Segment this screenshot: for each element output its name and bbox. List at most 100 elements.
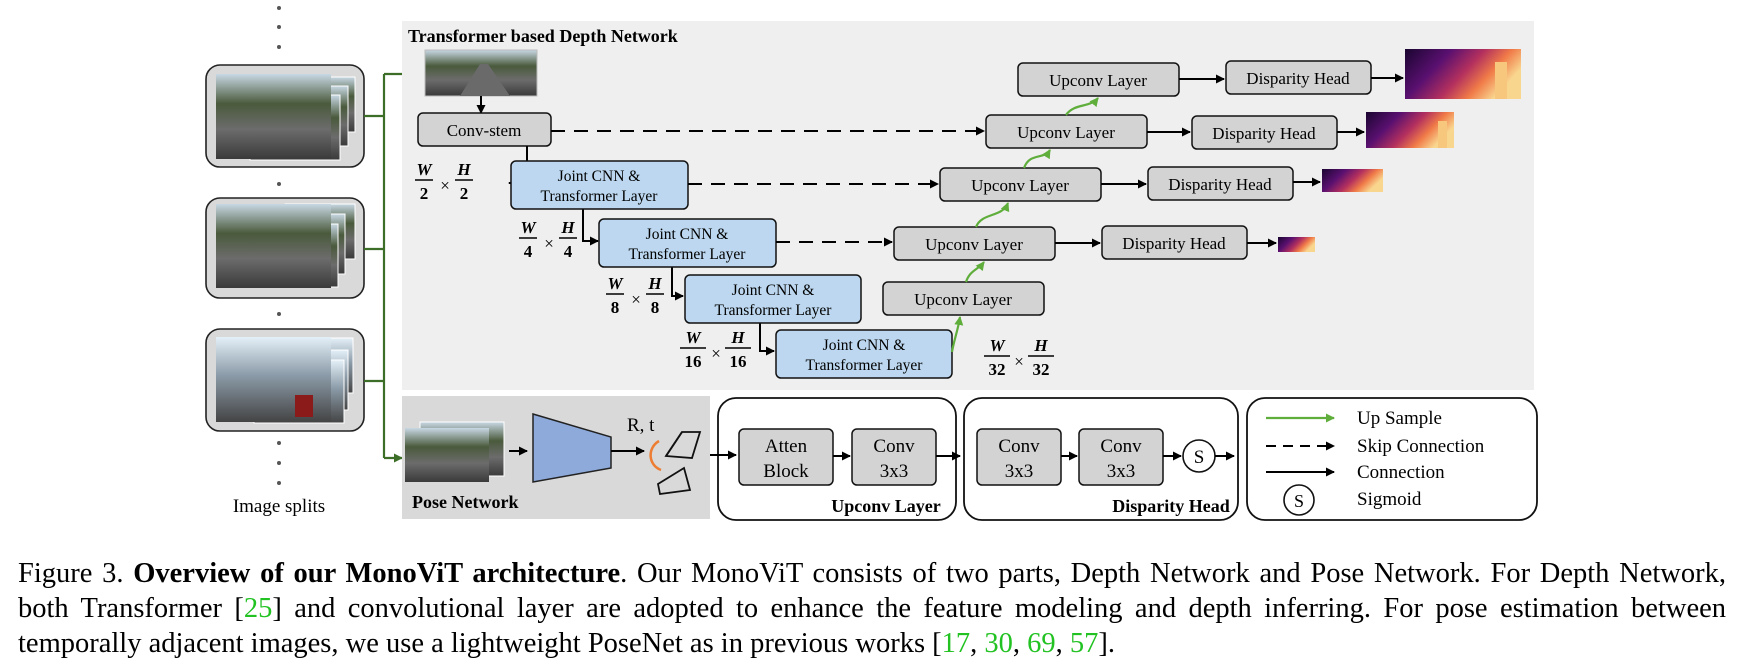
citation-link[interactable]: 25 <box>243 593 273 624</box>
upconv-layer-1: Upconv Layer <box>1017 62 1180 97</box>
svg-text:Up Sample: Up Sample <box>1357 408 1442 429</box>
citation-link[interactable]: 30 <box>984 628 1013 659</box>
svg-text:16: 16 <box>730 352 747 371</box>
disparity-head-caption: Disparity Head <box>1112 496 1230 516</box>
caption-text-2: ] and convolutional layer are adopted to… <box>18 593 1727 659</box>
svg-text:Upconv Layer: Upconv Layer <box>914 290 1012 309</box>
disparity-map-2 <box>1366 112 1454 148</box>
svg-text:Joint CNN &: Joint CNN & <box>823 337 906 354</box>
pose-input-images <box>405 421 505 482</box>
caption-separator: , <box>1055 628 1070 659</box>
svg-text:×: × <box>1014 352 1024 371</box>
disparity-head-3: Disparity Head <box>1147 166 1294 201</box>
upconv-layer-4: Upconv Layer <box>893 226 1056 261</box>
svg-text:Connection: Connection <box>1357 462 1445 483</box>
svg-text:32: 32 <box>1033 360 1050 379</box>
svg-text:W: W <box>416 160 433 179</box>
svg-text:Transformer Layer: Transformer Layer <box>541 188 659 205</box>
atten-block: Atten Block <box>738 428 834 486</box>
svg-text:W: W <box>520 218 537 237</box>
caption-prefix: Figure 3. <box>18 558 134 589</box>
legend-skip-connection: Skip Connection <box>1266 436 1485 457</box>
svg-text:16: 16 <box>685 352 702 371</box>
svg-text:Conv: Conv <box>1100 436 1142 457</box>
image-split-2 <box>205 197 365 299</box>
svg-text:H: H <box>730 328 745 347</box>
svg-text:Block: Block <box>763 461 809 482</box>
image-split-1 <box>205 64 365 168</box>
svg-text:Upconv Layer: Upconv Layer <box>971 176 1069 195</box>
rt-label: R, t <box>627 415 655 436</box>
svg-text:W: W <box>989 336 1006 355</box>
scale-w8-h8: W 8 × H 8 <box>606 274 664 317</box>
svg-text:3x3: 3x3 <box>1005 461 1034 482</box>
svg-text:H: H <box>560 218 575 237</box>
upconv-layer-caption: Upconv Layer <box>831 496 941 516</box>
caption-text-1: . Our MonoViT consists of two parts, Dep… <box>18 558 1727 624</box>
sigmoid-node: S <box>1182 439 1216 473</box>
svg-text:Conv: Conv <box>873 436 915 457</box>
image-splits-column: Image splits <box>205 6 423 517</box>
svg-text:H: H <box>1033 336 1048 355</box>
svg-text:Upconv Layer: Upconv Layer <box>1049 71 1147 90</box>
citation-link[interactable]: 57 <box>1069 628 1099 659</box>
svg-text:3x3: 3x3 <box>1107 461 1136 482</box>
upconv-layer-3: Upconv Layer <box>939 167 1102 202</box>
upsample-arrows <box>950 97 1099 353</box>
joint-block-2: Joint CNN & Transformer Layer <box>598 218 777 268</box>
svg-text:×: × <box>544 234 554 253</box>
car-icon <box>295 395 313 417</box>
svg-text:×: × <box>631 290 641 309</box>
svg-text:4: 4 <box>524 242 533 261</box>
caption-text-3: ]. <box>1098 628 1116 659</box>
svg-text:32: 32 <box>989 360 1006 379</box>
conv-stem-block: Conv-stem <box>417 112 552 147</box>
svg-text:Upconv Layer: Upconv Layer <box>925 235 1023 254</box>
disparity-map-1 <box>1405 49 1521 99</box>
depth-network-title: Transformer based Depth Network <box>408 26 678 46</box>
upconv-layer-5: Upconv Layer <box>882 281 1045 316</box>
svg-text:Conv: Conv <box>998 436 1040 457</box>
scale-w2-h2: W 2 × H 2 <box>415 160 473 203</box>
svg-text:Disparity Head: Disparity Head <box>1168 175 1272 194</box>
scale-w32-h32: W 32 × H 32 <box>984 336 1054 379</box>
head-conv3x3-2: Conv 3x3 <box>1078 428 1164 486</box>
vertical-dots <box>277 6 281 485</box>
disparity-head-1: Disparity Head <box>1225 60 1372 95</box>
skip-connections <box>551 126 985 247</box>
svg-text:Conv-stem: Conv-stem <box>447 121 522 140</box>
svg-text:S: S <box>1294 491 1304 511</box>
svg-text:8: 8 <box>651 298 660 317</box>
svg-text:2: 2 <box>460 184 469 203</box>
svg-text:Transformer Layer: Transformer Layer <box>629 246 747 263</box>
citation-link[interactable]: 69 <box>1027 628 1056 659</box>
head-conv3x3-1: Conv 3x3 <box>976 428 1062 486</box>
svg-text:2: 2 <box>420 184 429 203</box>
svg-text:Transformer Layer: Transformer Layer <box>715 302 833 319</box>
joint-block-1: Joint CNN & Transformer Layer <box>510 160 689 210</box>
svg-text:H: H <box>456 160 471 179</box>
disparity-head-4: Disparity Head <box>1101 225 1248 260</box>
svg-text:Skip Connection: Skip Connection <box>1357 436 1485 457</box>
svg-text:Disparity Head: Disparity Head <box>1212 124 1316 143</box>
caption-separator: , <box>970 628 985 659</box>
svg-text:H: H <box>647 274 662 293</box>
legend-sigmoid: S Sigmoid <box>1283 484 1422 516</box>
disparity-map-4 <box>1278 237 1315 252</box>
legend-box <box>1246 397 1538 521</box>
svg-text:×: × <box>711 344 721 363</box>
svg-text:8: 8 <box>611 298 620 317</box>
image-splits-label: Image splits <box>233 496 325 517</box>
camera-pose-icon <box>649 431 702 496</box>
svg-text:W: W <box>607 274 624 293</box>
svg-text:Atten: Atten <box>765 436 808 457</box>
svg-text:S: S <box>1194 447 1205 468</box>
svg-text:4: 4 <box>564 242 573 261</box>
scale-w4-h4: W 4 × H 4 <box>519 218 577 261</box>
citation-link[interactable]: 17 <box>941 628 971 659</box>
svg-text:W: W <box>685 328 702 347</box>
joint-block-3: Joint CNN & Transformer Layer <box>684 274 862 324</box>
svg-text:3x3: 3x3 <box>880 461 909 482</box>
caption-bold-title: Overview of our MonoViT architecture <box>133 558 621 589</box>
